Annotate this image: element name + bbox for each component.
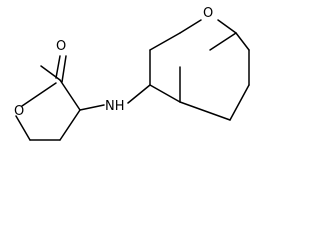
bond-o1-to-c8a	[217, 19, 237, 34]
amine-nitrogen-label: NH	[105, 99, 125, 114]
bond-ring-o-to-carbonyl-c	[21, 82, 57, 107]
bond-c8a-to-c7	[235, 32, 250, 51]
bond-c2-to-o1	[179, 19, 202, 34]
bond-c-alpha-to-n	[79, 104, 105, 111]
bond-n-to-c4	[127, 84, 151, 104]
bond-carbonyl-c-to-c-alpha	[59, 79, 81, 111]
bond-c-alpha-to-c-beta	[59, 109, 81, 141]
lactone-ring	[15, 65, 81, 141]
bond-c5-to-c4a-bottom	[179, 101, 231, 121]
bond-ring-o-to-c-carbonyl	[40, 65, 61, 81]
chemical-structure-diagram: O O O NH	[14, 6, 250, 141]
bond-c3-to-c2	[149, 32, 181, 51]
bond-c4-to-c4a	[149, 84, 181, 103]
chroman-ring-oxygen-label: O	[203, 6, 213, 21]
chroman-saturated-ring	[149, 19, 237, 103]
carbonyl-double-bond	[55, 55, 67, 83]
bond-c-gamma-to-ring-o	[15, 115, 31, 141]
carbonyl-oxygen-label: O	[56, 39, 66, 54]
bond-c6-to-c5	[229, 84, 250, 121]
benzene-ring	[179, 32, 250, 121]
lactone-ring-oxygen-label: O	[14, 104, 24, 119]
bond-c8a-to-c8	[209, 32, 237, 51]
